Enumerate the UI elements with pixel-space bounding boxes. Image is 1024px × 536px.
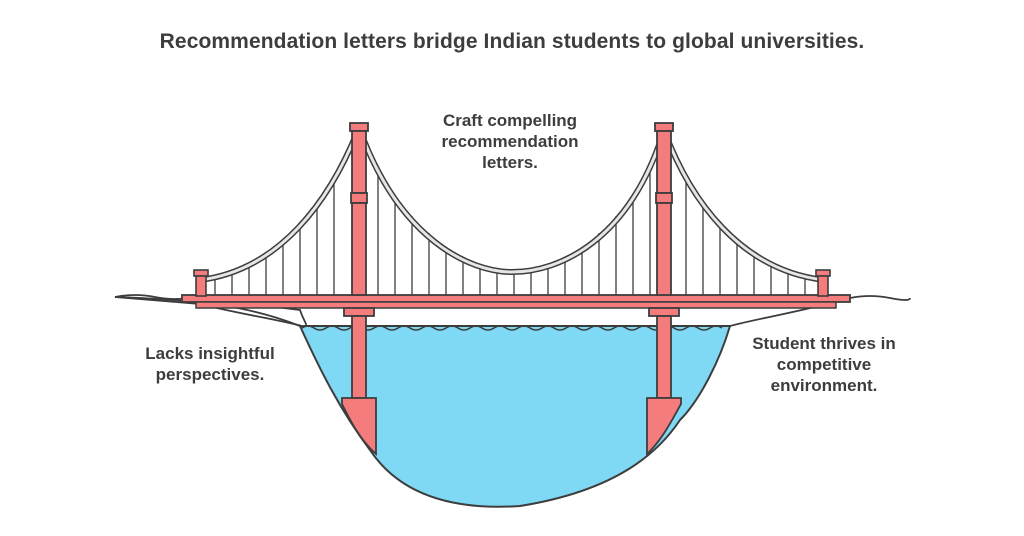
suspender-cables (214, 168, 806, 297)
end-post-left (193, 269, 209, 297)
diagram-title: Recommendation letters bridge Indian stu… (159, 30, 865, 53)
water-wave (301, 325, 723, 331)
label-student-thrives: Student thrives in competitive environme… (752, 334, 896, 395)
bridge-deck (181, 294, 851, 309)
end-post-right (815, 269, 831, 297)
ground-right (729, 295, 911, 327)
water-basin (298, 325, 732, 508)
label-lacks-perspectives: Lacks insightful perspectives. (145, 344, 275, 384)
label-craft-letters: Craft compelling recommendation letters. (441, 111, 579, 172)
tower-right (646, 122, 682, 457)
main-cables (199, 128, 825, 283)
tower-left (341, 122, 377, 456)
